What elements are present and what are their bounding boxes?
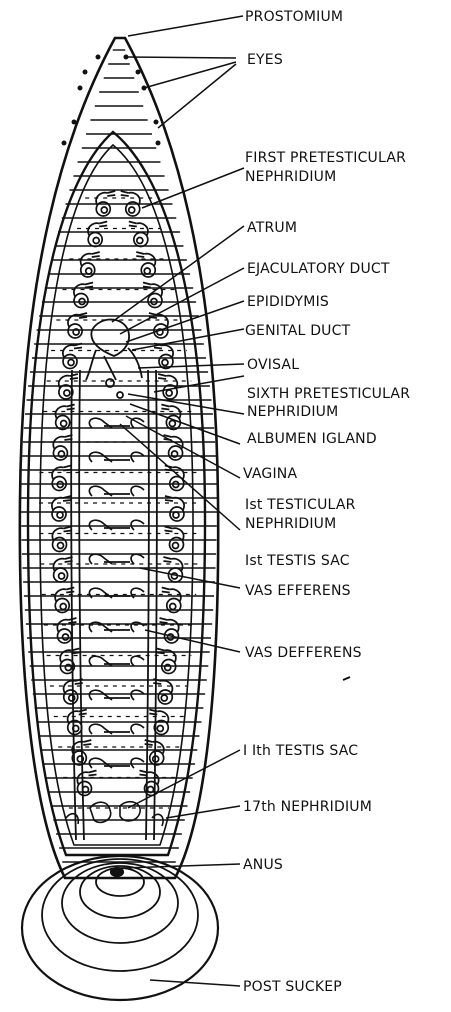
nephridium — [54, 557, 73, 582]
label-ovisal: OVISAL — [247, 357, 299, 373]
body-outline — [20, 38, 218, 878]
label-first-testicular-line2: NEPHRIDIUM — [245, 516, 336, 532]
label-eyes: EYES — [247, 52, 283, 68]
nephridium — [52, 496, 71, 521]
label-first-testis-sac: Ist TESTIS SAC — [245, 553, 350, 569]
label-sixth-pretesticular-line2: NEPHRIDIUM — [247, 404, 338, 420]
nephridium — [162, 588, 181, 613]
label-post-sucker: POST SUCKEP — [243, 979, 342, 995]
label-vas-defferens: VAS DEFFERENS — [245, 645, 362, 661]
nephridium — [129, 222, 148, 247]
label-vagina: VAGINA — [243, 466, 297, 482]
nephridium — [74, 283, 93, 308]
nephridium — [68, 313, 87, 338]
nephridium — [81, 252, 100, 277]
eye-spots — [62, 55, 161, 146]
testis-sac — [131, 452, 144, 462]
testis-sac — [131, 486, 144, 496]
testis-sac — [131, 656, 144, 666]
label-seventeenth-nephridium: 17th NEPHRIDIUM — [243, 799, 372, 815]
nephridium — [63, 344, 82, 369]
label-epididymis: EPIDIDYMIS — [247, 294, 329, 310]
labels: PROSTOMIUM EYES FIRST PRETESTICULAR NEPH… — [243, 9, 410, 995]
label-first-pretesticular-line1: FIRST PRETESTICULAR — [245, 150, 406, 166]
nephridium — [88, 222, 107, 247]
nephridium — [52, 466, 71, 491]
testis-sac — [131, 724, 144, 734]
nephridium — [164, 527, 183, 552]
nephridium — [57, 618, 76, 643]
inner-cavity-lining — [40, 145, 193, 845]
nephridium — [163, 557, 182, 582]
nephridium — [136, 252, 155, 277]
testis-sac — [131, 690, 144, 700]
nephridium — [52, 527, 71, 552]
label-eleventh-testis-sac: I Ith TESTIS SAC — [243, 743, 358, 759]
label-vas-efferens: VAS EFFERENS — [245, 583, 351, 599]
label-ejaculatory-duct: EJACULATORY DUCT — [247, 261, 390, 277]
label-atrum: ATRUM — [247, 220, 297, 236]
nephridium — [154, 344, 173, 369]
label-prostomium: PROSTOMIUM — [245, 9, 343, 25]
testis-sac — [131, 520, 144, 530]
label-first-testicular-line1: Ist TESTICULAR — [245, 497, 356, 513]
nephridium — [160, 618, 179, 643]
label-genital-duct: GENITAL DUCT — [245, 323, 351, 339]
label-anus: ANUS — [243, 857, 283, 873]
label-first-pretesticular-line2: NEPHRIDIUM — [245, 169, 336, 185]
label-sixth-pretesticular-line1: SIXTH PRETESTICULAR — [247, 386, 410, 402]
vas-deferens-tubes — [71, 370, 157, 840]
testis-sac — [131, 758, 144, 768]
testis-sac — [131, 554, 144, 564]
label-albumen-gland: ALBUMEN IGLAND — [247, 431, 377, 447]
stray-mark — [343, 677, 350, 680]
nephridium — [165, 496, 184, 521]
nephridium — [143, 283, 162, 308]
